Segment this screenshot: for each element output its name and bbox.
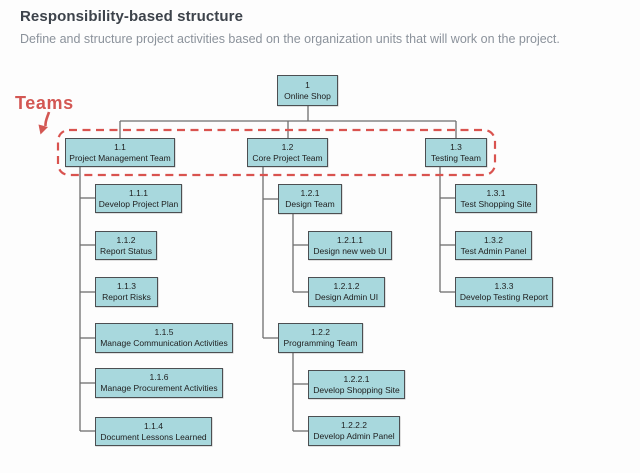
teams-arrow-icon [38,111,51,135]
node-number: 1.1 [114,141,126,152]
node-number: 1.1.2 [116,234,136,245]
wbs-node-1-3-1: 1.3.1 Test Shopping Site [455,184,537,213]
node-label: Project Management Team [69,152,171,163]
wbs-node-1-2-2-2: 1.2.2.2 Develop Admin Panel [308,416,400,446]
node-number: 1.1.5 [154,327,174,337]
node-number: 1.3 [450,141,462,152]
node-number: 1.3.3 [494,281,514,291]
node-label: Test Admin Panel [460,245,527,256]
page-title: Responsibility-based structure [20,8,244,25]
node-label: Online Shop [284,90,331,101]
node-label: Manage Procurement Activities [100,383,218,393]
node-number: 1.1.6 [149,372,169,382]
wbs-node-1-2-1-2: 1.2.1.2 Design Admin UI [308,277,385,307]
node-label: Design Team [285,199,335,209]
node-label: Report Risks [102,292,151,302]
node-label: Manage Communication Activities [100,338,228,348]
wbs-node-1: 1 Online Shop [277,75,338,106]
wbs-node-1-2: 1.2 Core Project Team [247,138,328,167]
wbs-node-1-1-6: 1.1.6 Manage Procurement Activities [95,368,223,398]
node-number: 1.2.1 [300,188,320,198]
wbs-node-1-3: 1.3 Testing Team [425,138,487,167]
node-label: Design Admin UI [314,292,379,302]
node-label: Develop Testing Report [459,292,549,302]
wbs-node-1-3-2: 1.3.2 Test Admin Panel [455,231,532,260]
node-number: 1.1.1 [129,187,148,198]
tree-connectors [79,106,457,432]
page-header: Responsibility-based structure Define an… [20,8,620,46]
wbs-node-1-3-3: 1.3.3 Develop Testing Report [455,277,553,307]
node-label: Report Status [100,245,152,256]
wbs-node-1-2-1: 1.2.1 Design Team [278,184,342,214]
wbs-node-1-2-2-1: 1.2.2.1 Develop Shopping Site [308,370,405,399]
node-number: 1.1.4 [144,420,163,431]
wbs-node-1-2-2: 1.2.2 Programming Team [278,323,363,353]
node-label: Design new web UI [313,245,387,256]
wbs-node-1-1-4: 1.1.4 Document Lessons Learned [95,417,212,446]
node-number: 1.1.3 [117,281,136,291]
wbs-node-1-2-1-1: 1.2.1.1 Design new web UI [308,231,392,260]
wbs-node-1-1: 1.1 Project Management Team [65,138,175,167]
node-label: Core Project Team [252,152,323,163]
node-number: 1 [305,79,310,90]
page-subtitle: Define and structure project activities … [20,32,560,46]
node-number: 1.2.1.2 [333,281,360,291]
node-number: 1.2.1.1 [337,234,363,245]
wbs-node-1-1-3: 1.1.3 Report Risks [95,277,158,307]
node-number: 1.2 [281,141,294,152]
node-label: Document Lessons Learned [100,431,207,442]
node-number: 1.3.2 [484,234,503,245]
node-number: 1.3.1 [486,187,506,198]
node-label: Develop Shopping Site [313,384,400,395]
node-label: Test Shopping Site [460,198,532,209]
node-label: Develop Project Plan [98,198,179,209]
node-number: 1.2.2.2 [341,420,367,430]
wbs-node-1-1-2: 1.1.2 Report Status [95,231,157,260]
node-label: Develop Admin Panel [313,431,395,441]
node-label: Testing Team [431,152,481,163]
wbs-node-1-1-5: 1.1.5 Manage Communication Activities [95,323,233,353]
node-number: 1.2.2 [311,327,330,337]
teams-annotation-label: Teams [15,93,74,113]
node-number: 1.2.2.1 [343,373,370,384]
wbs-node-1-1-1: 1.1.1 Develop Project Plan [95,184,182,213]
node-label: Programming Team [283,338,358,348]
teams-highlight-region [56,128,497,177]
